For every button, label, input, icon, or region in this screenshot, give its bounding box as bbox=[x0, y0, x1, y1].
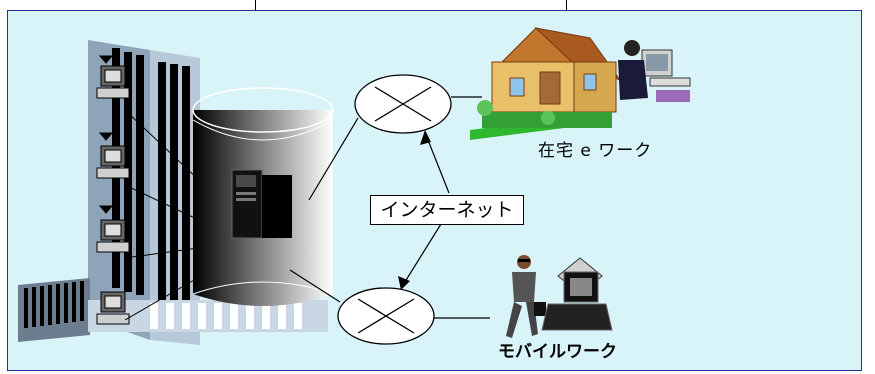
server-tower-icon bbox=[231, 169, 292, 239]
computer-terminal-icon bbox=[96, 55, 221, 325]
network-links bbox=[289, 96, 490, 319]
router-node-icon bbox=[337, 287, 435, 345]
businessman-walking-icon bbox=[506, 255, 546, 338]
arrow-head-icon bbox=[398, 276, 410, 290]
internet-label: インターネット bbox=[370, 195, 524, 225]
person-at-desktop-icon bbox=[618, 40, 691, 102]
house-icon bbox=[470, 27, 622, 140]
home-ework-label: 在宅 e ワーク bbox=[538, 141, 653, 161]
mobile-work-label: モバイルワーク bbox=[498, 342, 617, 362]
router-node-icon bbox=[354, 74, 452, 134]
arrow-head-icon bbox=[420, 130, 431, 145]
office-building-icon bbox=[18, 40, 328, 345]
laptop-computer-icon bbox=[541, 257, 613, 331]
